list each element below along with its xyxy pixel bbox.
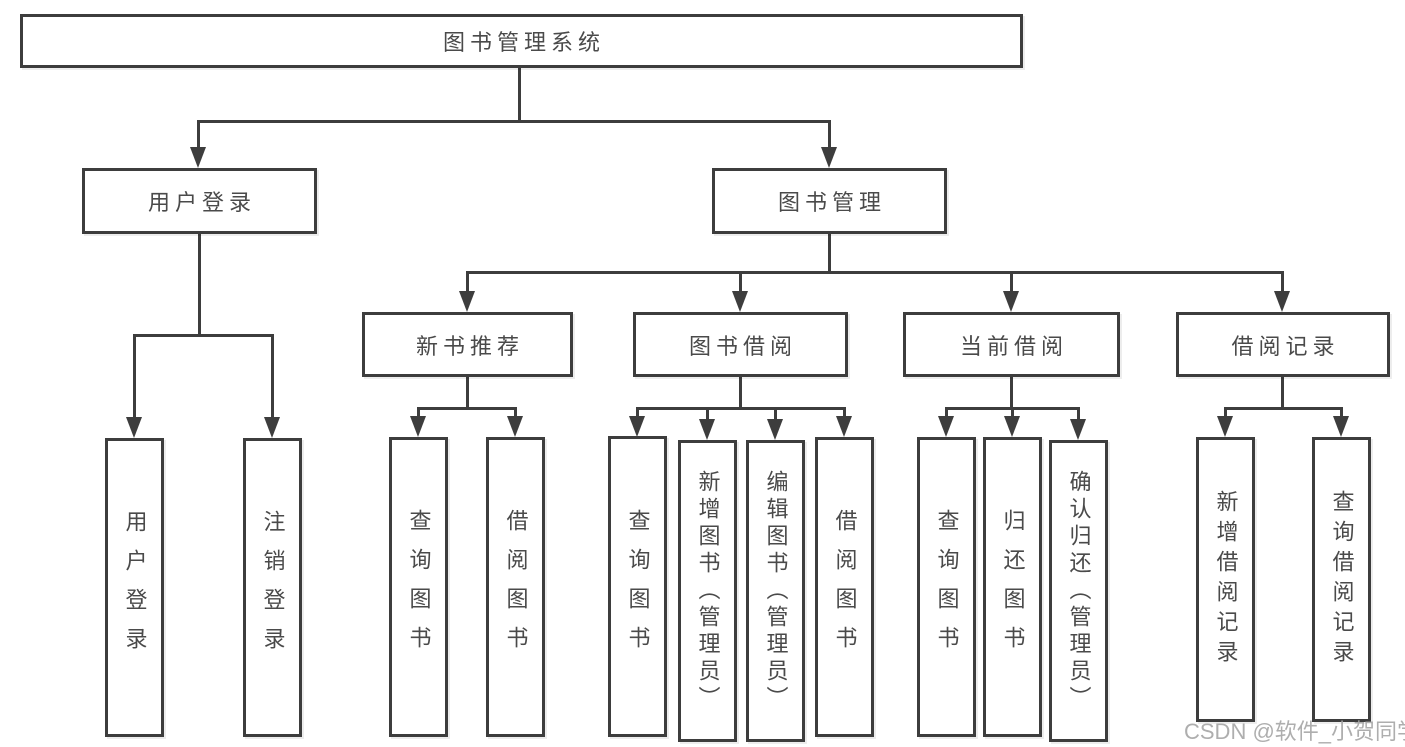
node-label: 用户登录 [147,190,256,215]
leaf-label: 查询图书 [625,508,651,665]
leaf-query-books-current: 查询图书 [917,437,976,737]
connector-vline [739,271,742,293]
connector-vline [1224,407,1227,418]
connector-vline [636,407,639,418]
leaf-label: 新增借阅记录 [1213,489,1239,670]
arrow-down-icon [1333,416,1349,437]
connector-hline [133,334,274,337]
connector-hline [636,407,846,410]
connector-vline [466,377,469,410]
connector-vline [197,120,200,149]
leaf-borrow-books-borrowing: 借阅图书 [815,437,874,737]
arrow-down-icon [1274,291,1290,312]
node-new-book-recommend: 新书推荐 [362,312,573,377]
leaf-query-books-recommend: 查询图书 [389,437,448,737]
leaf-label: 查询图书 [934,509,960,665]
leaf-label: 用户登录 [122,509,148,666]
leaf-label: 编辑图书（管理员） [763,469,789,713]
node-user-login: 用户登录 [82,168,317,234]
arrow-down-icon [821,147,837,168]
leaf-label: 新增图书（管理员） [695,469,721,713]
leaf-user-login: 用户登录 [105,438,164,737]
leaf-label: 注销登录 [260,509,286,666]
node-label: 新书推荐 [415,333,524,359]
leaf-return-books: 归还图书 [983,437,1042,737]
connector-vline [828,120,831,149]
connector-vline [843,407,846,418]
node-label: 图书管理系统 [442,30,605,55]
connector-vline [1340,407,1343,418]
connector-vline [518,68,521,120]
node-label: 借阅记录 [1231,333,1340,359]
arrow-down-icon [732,291,748,312]
leaf-logout: 注销登录 [243,438,302,737]
connector-vline [466,271,469,293]
leaf-query-borrow-record: 查询借阅记录 [1312,437,1371,722]
connector-vline [514,407,517,418]
node-label: 当前借阅 [959,333,1068,359]
connector-hline [197,120,831,123]
node-label: 图书借阅 [688,333,797,359]
leaf-edit-books-admin: 编辑图书（管理员） [746,440,805,742]
leaf-label: 查询图书 [406,509,432,665]
connector-vline [1010,271,1013,293]
node-book-management: 图书管理 [712,168,947,234]
connector-vline [1281,271,1284,293]
leaf-label: 借阅图书 [503,509,529,665]
arrow-down-icon [507,416,523,437]
connector-vline [198,234,201,337]
leaf-label: 查询借阅记录 [1329,489,1355,670]
arrow-down-icon [459,291,475,312]
arrow-down-icon [1003,291,1019,312]
connector-vline [417,407,420,418]
connector-vline [1010,377,1013,410]
connector-vline [945,407,948,418]
arrow-down-icon [836,416,852,437]
leaf-confirm-return-admin: 确认归还（管理员） [1049,440,1108,742]
arrow-down-icon [264,417,280,438]
leaf-add-borrow-record: 新增借阅记录 [1196,437,1255,722]
leaf-add-books-admin: 新增图书（管理员） [678,440,737,742]
node-label: 图书管理 [777,190,886,215]
connector-hline [1224,407,1343,410]
arrow-down-icon [126,417,142,438]
leaf-borrow-books-recommend: 借阅图书 [486,437,545,737]
arrow-down-icon [699,419,715,440]
node-borrowing-records: 借阅记录 [1176,312,1390,377]
connector-vline [828,234,831,274]
leaf-label: 归还图书 [1000,509,1026,665]
connector-vline [1011,407,1014,418]
arrow-down-icon [1217,416,1233,437]
arrow-down-icon [767,419,783,440]
node-book-borrowing: 图书借阅 [633,312,848,377]
arrow-down-icon [190,147,206,168]
arrow-down-icon [938,416,954,437]
node-current-borrowing: 当前借阅 [903,312,1120,377]
connector-vline [739,377,742,410]
arrow-down-icon [629,416,645,437]
arrow-down-icon [1070,419,1086,440]
connector-hline [466,271,1283,274]
connector-vline [774,407,777,421]
connector-vline [1281,377,1284,410]
connector-vline [706,407,709,421]
connector-vline [133,334,136,419]
connector-hline [417,407,517,410]
connector-vline [271,334,274,419]
connector-vline [1077,407,1080,421]
leaf-query-books-borrowing: 查询图书 [608,436,667,737]
leaf-label: 借阅图书 [832,509,858,665]
csdn-watermark: CSDN @软件_小贺同学 [1184,719,1405,744]
arrow-down-icon [1004,416,1020,437]
leaf-label: 确认归还（管理员） [1066,469,1092,713]
node-system-root: 图书管理系统 [20,14,1023,68]
arrow-down-icon [410,416,426,437]
